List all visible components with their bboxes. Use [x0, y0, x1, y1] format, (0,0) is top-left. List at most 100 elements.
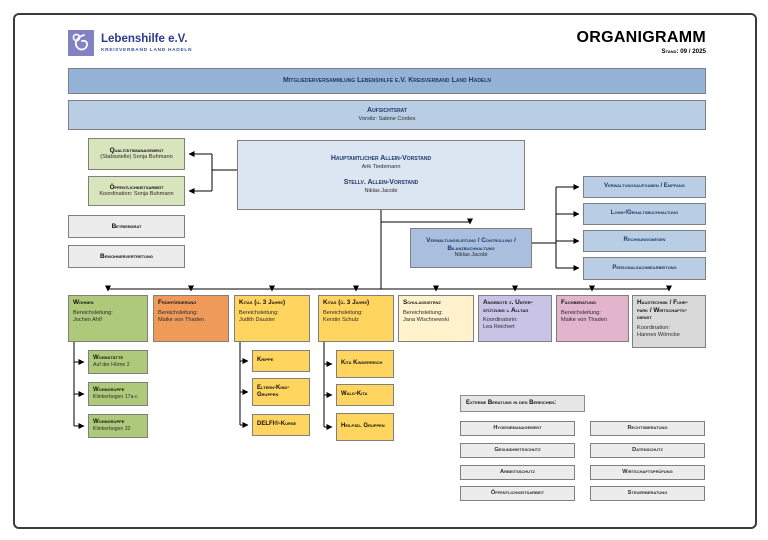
dept-schulassistenz: Schulassistenz Bereichsleitung: Jana Wis…	[398, 295, 474, 342]
vorstand-title: Hauptamtlicher Allein-Vorstand	[330, 155, 432, 163]
externe-gesundheitsschutz: Gesundheitsschutz	[460, 443, 575, 458]
stellv-vorstand-name: Niklas Jacobi	[364, 187, 398, 194]
dept-role: Bereichsleitung:	[561, 309, 601, 316]
node-title: Betriebsrat	[111, 222, 142, 230]
dept-haustechnik-fuhrpark-wirtschaftsdienst: Haustechnik / Fuhr- park / Wirtschafts- …	[632, 295, 706, 348]
logo: Lebenshilfe e.V. Kreisverband Land Hadel…	[68, 30, 192, 56]
item-label: Rechtsberatung	[627, 425, 668, 431]
item-label: Wirtschaftsprüfung	[622, 469, 673, 475]
dept-title: Angebote z. Unter-	[483, 299, 533, 306]
node-heilpaed-gruppen: Heilpäd. Gruppen	[336, 413, 394, 441]
node-title: Heilpäd. Gruppen	[341, 423, 385, 430]
item-label: Gesundheitsschutz	[494, 447, 541, 453]
node-bewohnervertretung: Bewohnervertretung	[68, 245, 185, 268]
node-title: Lohn-/Gehaltsbuchhaltung	[610, 210, 679, 217]
brand-name: Lebenshilfe e.V.	[101, 33, 188, 45]
node-subtitle: Klinkerbogen 17a-c	[93, 394, 138, 401]
dept-role: Bereichsleitung:	[73, 309, 113, 316]
dept-title: Schulassistenz	[403, 299, 441, 306]
node-delfi-kurse: DELFI®-Kurse	[252, 414, 310, 436]
node-title: Verwaltungsaufgaben / Empfang	[604, 183, 685, 190]
brand-subtitle: Kreisverband Land Hadeln	[101, 47, 193, 53]
dept-title: Kitas (ü. 3 Jahre)	[323, 299, 370, 306]
node-wohngruppe-klinkerbogen-32: Wohngruppe Klinkerbogen 32	[88, 414, 148, 438]
section-title: Externe Beratung in den Bereichen:	[466, 399, 557, 406]
node-wohngruppe-klinkerbogen-17: Wohngruppe Klinkerbogen 17a-c	[88, 382, 148, 406]
dept-title: Kitas (u. 3 Jahre)	[239, 299, 286, 306]
node-title: Krippe	[257, 357, 274, 364]
item-label: Arbeitsschutz	[500, 469, 535, 475]
dept-lead: Jochen Ahlf	[73, 316, 102, 323]
lebenshilfe-figure-icon	[68, 30, 94, 56]
node-subtitle: Niklas Jacobi	[454, 252, 488, 259]
dept-lead: Maike von Thaden	[158, 316, 204, 323]
node-title: Eltern-Kind-Gruppen	[257, 384, 290, 398]
externe-rechtsberatung: Rechtsberatung	[590, 421, 705, 436]
node-verwaltungsleitung: Verwaltungsleitung / Controlling / Bilan…	[410, 228, 532, 268]
dept-angebote-unterstuetzung-alltag: Angebote z. Unter- stützung i. Alltag Ko…	[478, 295, 552, 342]
node-wohnstaette: Wohnstätte Auf der Hörne 2	[88, 350, 148, 374]
dept-lead: Lea Reichert	[483, 324, 515, 331]
node-title: Personalsachbearbeitung	[612, 264, 677, 271]
node-kita-kinderreich: Kita Kinderreich	[336, 350, 394, 378]
stellv-vorstand-title: Stellv. Allein-Vorstand	[343, 179, 419, 186]
node-mitgliederversammlung: Mitgliederversammlung Lebenshilfe e.V. K…	[68, 68, 706, 94]
dept-title: Fachberatung	[561, 299, 596, 306]
node-subtitle: Auf der Hörne 2	[93, 362, 130, 369]
dept-lead: Maike von Thaden	[561, 316, 607, 323]
dept-role: Bereichsleitung:	[323, 309, 363, 316]
node-title: Öffentlichkeitsarbeit	[109, 183, 164, 191]
dept-title: Haustechnik / Fuhr-	[637, 299, 688, 306]
dept-title: Frühförderung	[158, 299, 197, 306]
node-lohn-gehaltsbuchhaltung: Lohn-/Gehaltsbuchhaltung	[583, 203, 706, 225]
node-title: DELFI®-Kurse	[257, 421, 297, 428]
node-rechnungswesen: Rechnungswesen	[583, 230, 706, 252]
dept-kitas-ue3: Kitas (ü. 3 Jahre) Bereichsleitung: Kers…	[318, 295, 394, 342]
node-title: Kita Kinderreich	[341, 360, 383, 367]
dept-title-line2: park / Wirtschafts-	[637, 306, 687, 314]
node-subtitle: Vorsitz: Sabine Cordes	[358, 115, 416, 122]
externe-beratung-header: Externe Beratung in den Bereichen:	[460, 395, 585, 412]
dept-lead: Judith Dauster	[239, 316, 276, 323]
dept-lead: Hannes Wörncke	[637, 332, 680, 339]
page-border-frame	[13, 13, 757, 529]
vorstand-name: Arik Tiedemann	[361, 164, 401, 171]
node-betriebsrat: Betriebsrat	[68, 215, 185, 238]
externe-steuerberatung: Steuerberatung	[590, 486, 705, 501]
dept-role: Bereichsleitung:	[158, 309, 198, 316]
node-title: Qualitätsmanagement	[109, 146, 164, 154]
dept-kitas-u3: Kitas (u. 3 Jahre) Bereichsleitung: Judi…	[234, 295, 310, 342]
dept-lead: Jana Wischnewski	[403, 316, 450, 323]
item-label: Hygienemanagement	[493, 425, 542, 431]
node-subtitle: Koordination: Sonja Buhmann	[99, 191, 174, 198]
node-wald-kita: Wald-Kita	[336, 384, 394, 406]
node-title: Wohnstätte	[93, 355, 124, 362]
dept-lead: Kerstin Schulz	[323, 316, 359, 323]
dept-title-line2: stützung i. Alltag	[483, 306, 529, 314]
dept-title-line3: dienst	[637, 314, 652, 322]
node-title: Wohngruppe	[93, 419, 125, 426]
node-krippe: Krippe	[252, 350, 310, 372]
externe-arbeitsschutz: Arbeitsschutz	[460, 465, 575, 480]
dept-role: Bereichsleitung:	[403, 309, 443, 316]
node-subtitle: Klinkerbogen 32	[93, 426, 131, 433]
document-title-block: ORGANIGRAMM Stand: 09 / 2025	[576, 29, 706, 56]
node-verwaltungsaufgaben-empfang: Verwaltungsaufgaben / Empfang	[583, 176, 706, 198]
node-vorstand: Hauptamtlicher Allein-Vorstand Arik Tied…	[237, 140, 525, 210]
node-title: Bewohnervertretung	[100, 252, 153, 260]
node-title: Wald-Kita	[341, 391, 368, 398]
item-label: Steuerberatung	[627, 490, 668, 496]
node-eltern-kind-gruppen: Eltern-Kind-Gruppen	[252, 378, 310, 406]
node-title: Aufsichtsrat	[367, 107, 407, 115]
node-title: Verwaltungsleitung / Controlling / Bilan…	[426, 236, 516, 252]
dept-role: Koordination:	[637, 325, 670, 332]
page-title: ORGANIGRAMM	[576, 29, 706, 46]
node-personalsachbearbeitung: Personalsachbearbeitung	[583, 257, 706, 280]
node-aufsichtsrat: Aufsichtsrat Vorsitz: Sabine Cordes	[68, 100, 706, 130]
externe-wirtschaftspruefung: Wirtschaftsprüfung	[590, 465, 705, 480]
dept-fachberatung: Fachberatung Bereichsleitung: Maike von …	[556, 295, 629, 342]
node-title: Mitgliederversammlung Lebenshilfe e.V. K…	[283, 76, 491, 84]
node-title: Rechnungswesen	[623, 237, 666, 244]
node-subtitle: (Stabsstelle) Sonja Buhmann	[100, 154, 173, 161]
